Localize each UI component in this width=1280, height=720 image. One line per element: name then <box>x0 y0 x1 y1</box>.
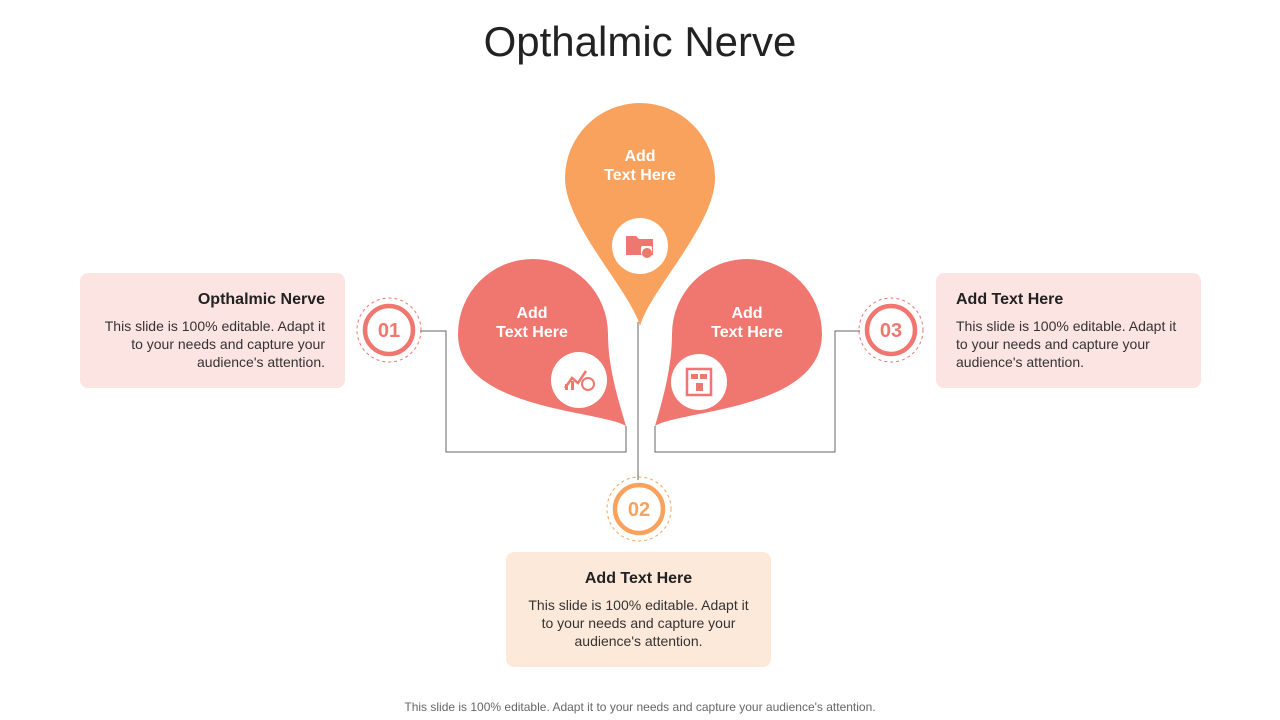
slide-title: Opthalmic Nerve <box>483 18 797 65</box>
footer-note: This slide is 100% editable. Adapt it to… <box>404 700 876 714</box>
step-02-badge <box>606 476 672 542</box>
document-chart-icon <box>671 354 727 410</box>
step-body: This slide is 100% editable. Adapt it to… <box>104 318 325 370</box>
step-heading: Add Text Here <box>956 291 1064 308</box>
step-number: 02 <box>628 499 650 521</box>
connector-03 <box>654 330 860 453</box>
center-drop <box>565 103 715 326</box>
drop-label-left: Add Text Here <box>496 305 568 341</box>
drop-label-center: Add Text Here <box>604 148 676 184</box>
step-number: 03 <box>880 320 902 342</box>
step-body: This slide is 100% editable. Adapt it to… <box>956 318 1177 370</box>
step-heading: Add Text Here <box>584 570 693 587</box>
connector-01 <box>420 330 627 453</box>
step-01-card: Opthalmic Nerve This slide is 100% edita… <box>80 273 345 388</box>
left-drop <box>457 258 626 426</box>
step-body: This slide is 100% editable. Adapt it to… <box>528 597 749 649</box>
step-heading: Opthalmic Nerve <box>197 291 325 308</box>
chart-globe-icon <box>551 352 607 408</box>
drop-label-right: Add Text Here <box>711 305 783 341</box>
step-03-card: Add Text Here This slide is 100% editabl… <box>936 273 1201 388</box>
step-02-card: Add Text Here This slide is 100% editabl… <box>506 552 771 667</box>
step-number: 01 <box>378 320 400 342</box>
step-03-badge <box>858 297 924 363</box>
folder-lock-icon <box>612 218 668 274</box>
step-01-badge <box>356 297 422 363</box>
